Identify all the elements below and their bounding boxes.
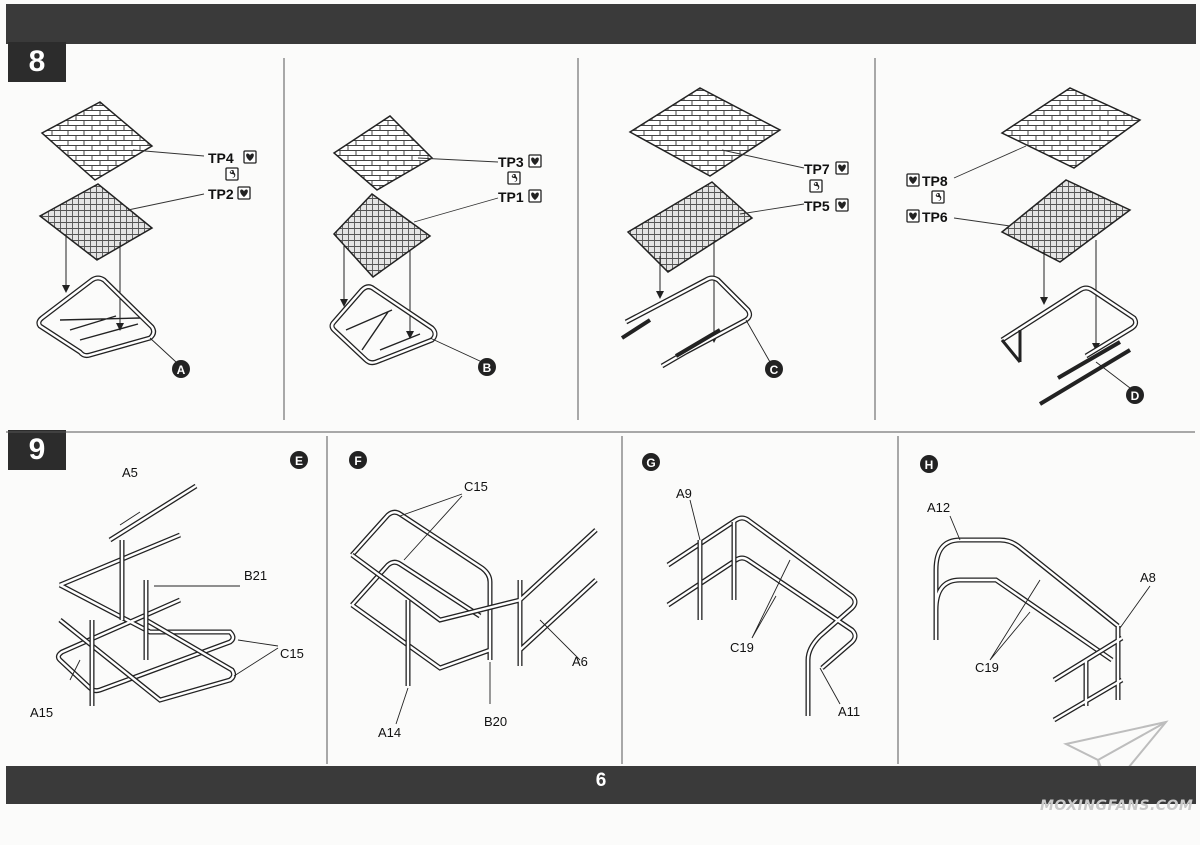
part-label: TP6	[922, 209, 948, 225]
panel-f-diagram	[350, 493, 598, 725]
subassembly-markers: A B C D E F G H	[172, 358, 1144, 473]
marker-b: B	[483, 361, 492, 375]
step-8-number: 8	[8, 42, 66, 82]
part-label: A12	[927, 500, 950, 515]
part-label: TP8	[922, 173, 948, 189]
part-label: TP3	[498, 154, 524, 170]
glue-icon	[225, 167, 239, 181]
panel-b-diagram	[329, 115, 499, 366]
part-label: C15	[280, 646, 304, 661]
page-number: 6	[595, 770, 607, 791]
photo-etch-icon	[528, 189, 542, 203]
part-label: B20	[484, 714, 507, 729]
part-label: A6	[572, 654, 588, 669]
part-label: TP5	[804, 198, 830, 214]
part-label: A11	[838, 704, 860, 719]
part-label: TP7	[804, 161, 830, 177]
glue-icon	[931, 190, 945, 204]
part-label: TP2	[208, 186, 234, 202]
marker-d: D	[1131, 389, 1140, 403]
photo-etch-icon	[835, 161, 849, 175]
part-label: TP4	[208, 150, 234, 166]
marker-h: H	[925, 458, 934, 472]
part-label: B21	[244, 568, 267, 583]
panel-e-diagram	[55, 483, 279, 706]
watermark-text: MOXINGFANS.COM	[1040, 798, 1194, 814]
photo-etch-icon	[528, 154, 542, 168]
photo-etch-icon	[243, 150, 257, 164]
bottom-footer-bar: 6	[6, 766, 1196, 804]
part-label: A8	[1140, 570, 1156, 585]
glue-icon	[809, 179, 823, 193]
panel-h-diagram	[933, 515, 1151, 723]
step-9-labels: A5 B21 C15 A15 C15 A6 A14 B20 A9 C19 A11…	[30, 465, 1156, 740]
photo-etch-icon	[835, 198, 849, 212]
part-label: A5	[122, 465, 138, 480]
glue-icon	[507, 171, 521, 185]
marker-e: E	[295, 454, 303, 468]
marker-g: G	[646, 456, 655, 470]
panel-a-diagram	[36, 101, 205, 363]
part-label: A9	[676, 486, 692, 501]
part-label: C19	[730, 640, 754, 655]
part-label: A14	[378, 725, 401, 740]
marker-f: F	[354, 454, 361, 468]
photo-etch-icon	[906, 209, 920, 223]
marker-c: C	[770, 363, 779, 377]
photo-etch-icon	[237, 186, 251, 200]
part-label: TP1	[498, 189, 524, 205]
marker-a: A	[177, 363, 186, 377]
part-label: A15	[30, 705, 53, 720]
top-header-bar	[6, 4, 1196, 44]
step-9-number: 9	[8, 430, 66, 470]
panel-c-diagram	[620, 87, 805, 369]
photo-etch-icon	[906, 173, 920, 187]
step-8-labels: TP4 TP2 TP3 TP1 TP7 TP5 TP8 TP6	[208, 150, 948, 225]
panel-d-diagram	[953, 87, 1142, 406]
part-label: C19	[975, 660, 999, 675]
panel-g-diagram	[666, 499, 858, 716]
part-label: C15	[464, 479, 488, 494]
